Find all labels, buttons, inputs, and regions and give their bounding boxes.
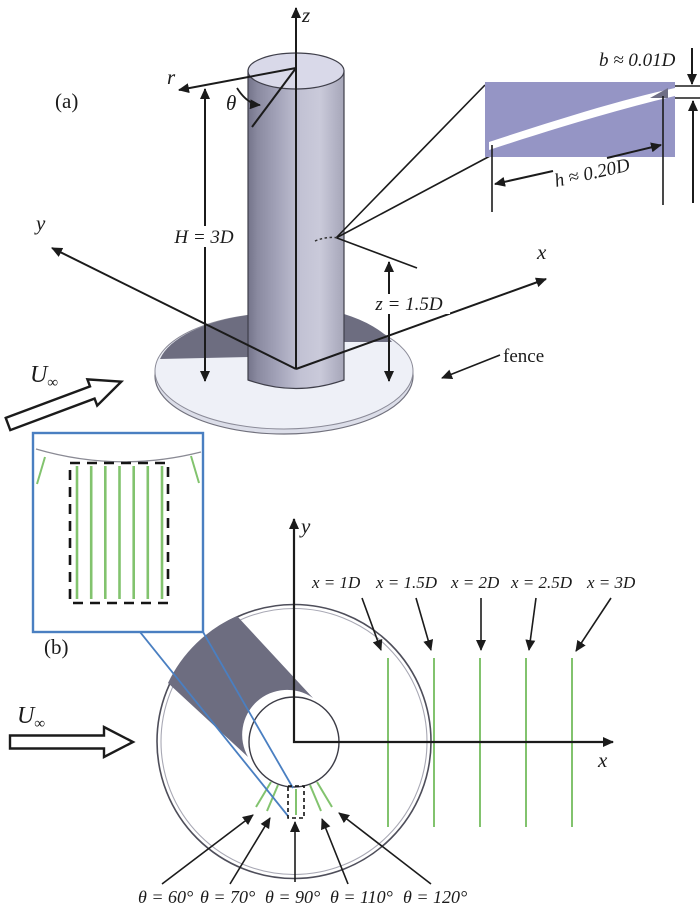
- theta-line-120: [316, 781, 333, 808]
- disk-shadow-right: [344, 314, 392, 342]
- infinity-subscript: ∞: [47, 375, 58, 391]
- theta-callout-label: θ = 90°: [265, 887, 320, 907]
- inset-cylinder-edge-arc: [35, 448, 202, 463]
- x-axis: [295, 277, 547, 370]
- slit-channel: [489, 88, 675, 150]
- wake-pointer: [361, 597, 383, 651]
- wake-pointer: [525, 597, 537, 651]
- u-symbol: U: [30, 362, 49, 388]
- height-label-bg: [166, 226, 242, 247]
- theta-callout-label: θ = 70°: [200, 887, 255, 907]
- inset-connector-upper: [335, 84, 486, 239]
- freestream-arrow-b: [8, 725, 136, 759]
- theta-pointer: [338, 812, 432, 885]
- slit-elevation-label: z = 1.5D: [374, 294, 442, 315]
- theta-callout-label: θ = 120°: [403, 887, 467, 907]
- y-axis-label-b: y: [299, 514, 311, 538]
- panel-a-label: (a): [55, 89, 78, 113]
- slit-elevation-ref-line: [336, 237, 418, 269]
- x-axis-label: x: [536, 240, 547, 264]
- slit-lip-shade: [650, 88, 668, 98]
- theta-line-110: [309, 784, 322, 812]
- shadow-band: [168, 616, 313, 757]
- wake-label: x = 3D: [586, 573, 636, 592]
- theta-inset: (b): [31, 431, 294, 817]
- y-axis-label: y: [34, 211, 46, 235]
- inset-measurement-lines: [75, 466, 164, 599]
- slit-width-label: b ≈ 0.01D: [599, 50, 676, 71]
- z-axis-label: z: [301, 3, 310, 27]
- slit-inset: b ≈ 0.01D h ≈ 0.20D: [485, 48, 700, 212]
- panel-b-label: (b): [44, 635, 69, 659]
- wake-pointer: [415, 597, 434, 651]
- infinity-subscript: ∞: [34, 716, 45, 732]
- xy-axes: [289, 518, 614, 747]
- theta-callouts: θ = 60° θ = 70° θ = 90° θ = 110° θ = 120…: [138, 812, 467, 907]
- zoom-region-box: [287, 785, 305, 819]
- wake-line-callouts: x = 1D x = 1.5D x = 2D x = 2.5D x = 3D: [311, 573, 636, 652]
- fence-pointer-arrow: [441, 354, 501, 379]
- wake-label: x = 2.5D: [510, 573, 573, 592]
- wake-label: x = 1D: [311, 573, 361, 592]
- inset-side-line-left: [36, 456, 46, 485]
- panel-b: (b) y x x = 1D x = 1.5D x = 2D x = 2.5D …: [8, 431, 636, 907]
- panel-a: b ≈ 0.01D h ≈ 0.20D z y x r θ H = 3D z =…: [4, 3, 700, 435]
- fence-label: fence: [503, 346, 544, 367]
- theta-pointer: [229, 817, 271, 885]
- wake-label: x = 2D: [450, 573, 500, 592]
- freestream-label-a: U∞: [30, 362, 58, 391]
- theta-callout-label: θ = 110°: [330, 887, 393, 907]
- theta-line-60: [255, 781, 272, 808]
- x-axis-label-b: x: [597, 748, 608, 772]
- theta-callout-label: θ = 60°: [138, 887, 193, 907]
- theta-radius-line: [251, 67, 297, 128]
- u-symbol: U: [17, 703, 36, 729]
- theta-pointer: [321, 818, 349, 885]
- inset-connector-right: [202, 631, 294, 789]
- h-dim-arrow-left: [494, 170, 554, 187]
- theta-arc-arrow: [236, 87, 261, 110]
- slit-elevation-label-bg: [368, 294, 450, 314]
- y-axis: [51, 247, 297, 370]
- r-axis: [178, 67, 297, 94]
- theta-pointer: [161, 814, 254, 885]
- wake-label: x = 1.5D: [375, 573, 438, 592]
- inset-connector-lower: [335, 155, 491, 239]
- inset-connector-left: [139, 631, 289, 817]
- wake-pointer: [575, 597, 612, 652]
- freestream-label-b: U∞: [17, 703, 45, 732]
- cylinder-height-label: H = 3D: [173, 227, 234, 248]
- inset-side-line-right: [190, 455, 200, 484]
- slit-depth-label: h ≈ 0.20D: [553, 155, 632, 192]
- inset-frame: [31, 431, 205, 634]
- slit-mark-on-cylinder: [314, 236, 340, 242]
- theta-label: θ: [226, 91, 236, 115]
- freestream-arrow-a: [4, 378, 125, 432]
- h-dim-arrow-right: [606, 142, 662, 159]
- r-axis-label: r: [167, 65, 176, 89]
